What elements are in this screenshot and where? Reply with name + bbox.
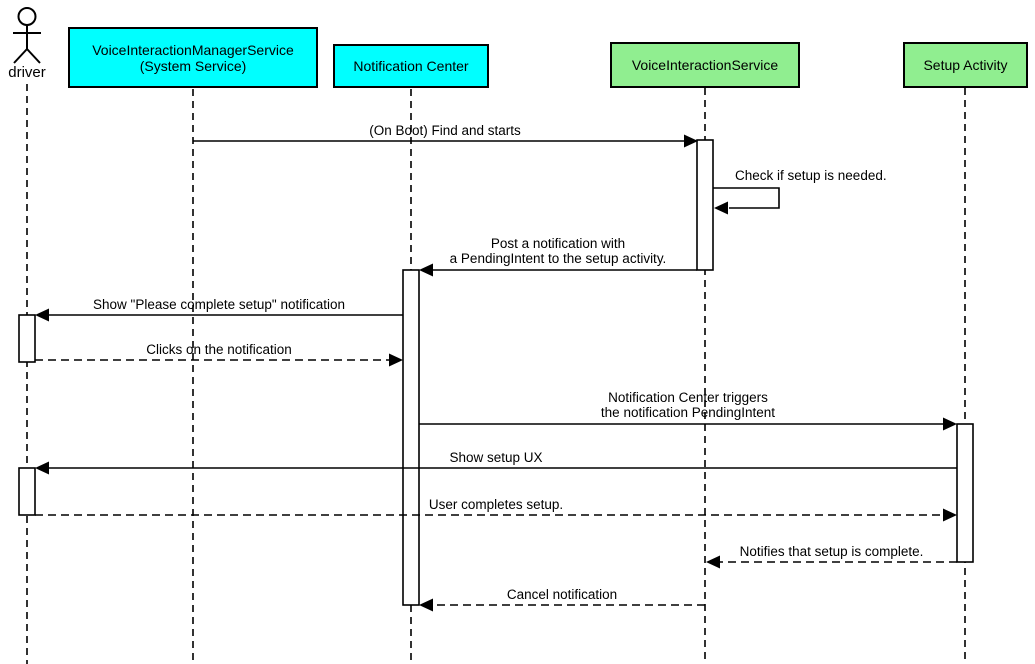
activation-driver-2 — [18, 467, 36, 516]
arrowhead-cancel — [419, 598, 433, 612]
activation-voiceinteractionservice — [696, 139, 714, 271]
activation-setup-activity — [956, 423, 974, 563]
arrowhead-triggers — [943, 417, 957, 431]
participant-notification-center: Notification Center — [333, 44, 489, 88]
activation-notification-center — [402, 269, 420, 606]
activation-driver-1 — [18, 314, 36, 363]
arrowhead-show-setup-ux — [35, 461, 49, 475]
arrowhead-user-completes — [943, 508, 957, 522]
participant-setup-activity: Setup Activity — [903, 42, 1028, 88]
arrowhead-show-please — [35, 308, 49, 322]
arrowhead-post-notification — [419, 263, 433, 277]
arrowhead-clicks — [389, 353, 403, 367]
arrow-check-if-setup-needed — [713, 187, 780, 209]
arrowhead-on-boot — [684, 134, 698, 148]
participant-voiceinteractionmanagerservice: VoiceInteractionManagerService (System S… — [68, 27, 318, 88]
arrowhead-notifies-complete — [706, 555, 720, 569]
participant-voiceinteractionservice: VoiceInteractionService — [610, 42, 800, 88]
actor-icon — [13, 7, 41, 64]
arrowhead-check-setup — [714, 201, 728, 215]
actor-label-driver: driver — [8, 64, 46, 81]
